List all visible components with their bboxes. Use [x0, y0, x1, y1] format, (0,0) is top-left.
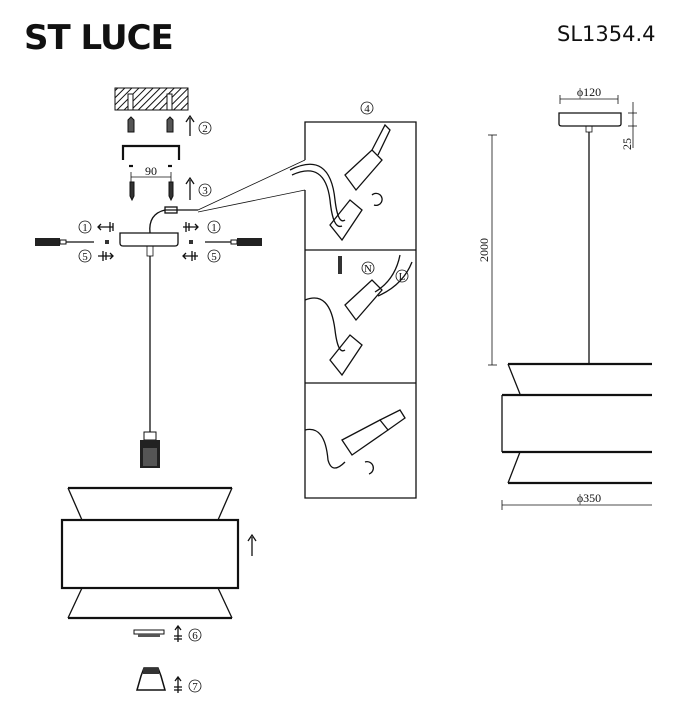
- svg-text:1: 1: [82, 222, 88, 234]
- screw-in-right-icon: [182, 251, 198, 261]
- svg-text:N: N: [364, 263, 372, 275]
- locking-ring-icon: [133, 629, 165, 637]
- brand-logo: ST LUCE: [24, 18, 174, 58]
- step-5-marker-left: 5: [78, 249, 92, 263]
- screw-in-left-icon: [98, 251, 114, 261]
- step-1-marker-left: 1: [78, 220, 92, 234]
- dimension-shade-diameter: ϕ350: [501, 491, 652, 510]
- svg-text:L: L: [399, 271, 406, 283]
- lamp-shade: [60, 486, 240, 620]
- screw-out-right-icon: [183, 222, 199, 232]
- arrow-up-icon: [247, 533, 257, 556]
- step-7-marker: 7: [188, 679, 202, 693]
- neutral-marker: N: [361, 261, 375, 275]
- model-number: SL1354.4: [557, 22, 656, 46]
- svg-text:4: 4: [364, 103, 370, 115]
- screwdriver-right-icon: [189, 238, 262, 246]
- svg-text:ϕ120: ϕ120: [577, 85, 601, 99]
- wiring-detail-panel: 4 N L: [289, 101, 417, 499]
- screw-up-icon: [174, 624, 182, 642]
- svg-text:2: 2: [202, 123, 208, 135]
- svg-text:1: 1: [211, 222, 217, 234]
- svg-text:25: 25: [620, 138, 634, 150]
- arrow-up-icon: [185, 176, 195, 200]
- step-5-marker-right: 5: [207, 249, 221, 263]
- dimension-suspension-length: 2000: [477, 134, 497, 366]
- terminal-block-wiring-icon: N L: [304, 254, 413, 377]
- terminal-block-closed-icon: [304, 409, 406, 475]
- step-1-marker-right: 1: [207, 220, 221, 234]
- svg-text:ϕ350: ϕ350: [577, 491, 601, 505]
- live-marker: L: [395, 269, 409, 283]
- step-3-marker: 3: [198, 183, 212, 197]
- light-bulb-icon: [136, 667, 166, 691]
- dimension-canopy-height: 25: [620, 102, 637, 150]
- svg-text:90: 90: [145, 164, 157, 178]
- step-4-marker: 4: [360, 101, 374, 115]
- arrow-up-icon: [185, 114, 195, 136]
- svg-text:5: 5: [211, 251, 217, 263]
- screws-icon: [129, 181, 174, 202]
- screwdriver-left-icon: [35, 238, 109, 246]
- svg-text:6: 6: [192, 630, 198, 642]
- screw-up-icon: [174, 675, 182, 693]
- side-elevation: ϕ120 25 2000 ϕ350: [477, 85, 652, 510]
- step-2-marker: 2: [198, 121, 212, 135]
- ceiling-section: [114, 87, 189, 111]
- step-6-marker: 6: [188, 628, 202, 642]
- wall-anchors-icon: [127, 116, 174, 133]
- svg-text:7: 7: [192, 681, 198, 693]
- lamp-socket-icon: [140, 431, 160, 468]
- mounting-bracket: [121, 144, 181, 160]
- svg-text:2000: 2000: [477, 238, 491, 262]
- dimension-canopy-diameter: ϕ120: [559, 85, 619, 104]
- dimension-90: 90: [130, 164, 172, 182]
- screw-out-left-icon: [97, 222, 114, 232]
- svg-text:5: 5: [82, 251, 88, 263]
- svg-text:3: 3: [202, 185, 208, 197]
- terminal-block-open-icon: [289, 123, 391, 242]
- canopy: [119, 232, 179, 247]
